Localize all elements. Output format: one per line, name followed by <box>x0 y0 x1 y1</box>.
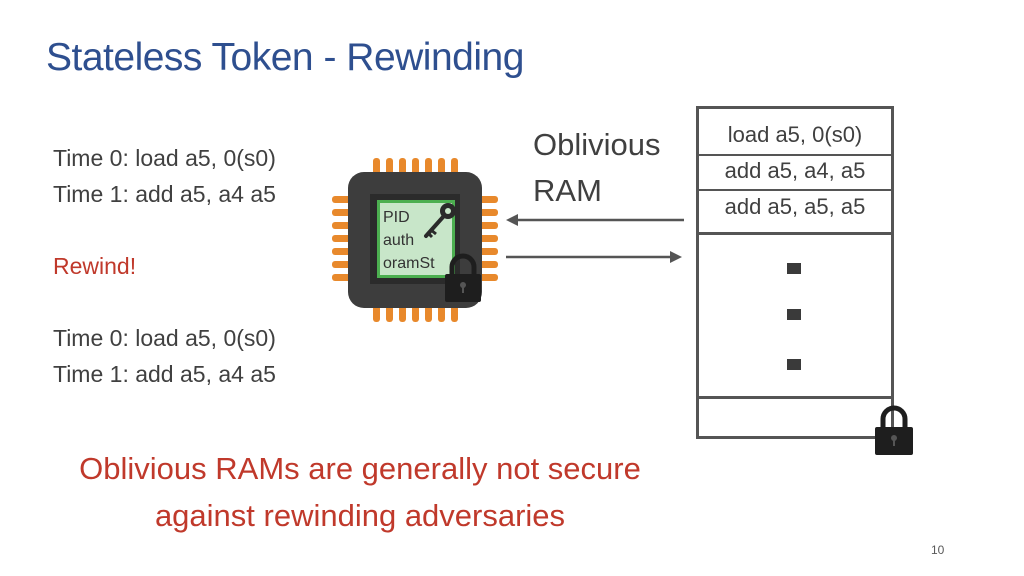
timeline-line: Time 0: load a5, 0(s0) <box>53 325 276 351</box>
ellipsis-dot <box>787 309 801 320</box>
memory-row: add a5, a4, a5 <box>724 158 866 183</box>
timeline-spacer <box>53 212 276 248</box>
conclusion-text: Oblivious RAMs are generally not secure … <box>20 445 700 539</box>
oram-label-line1: Oblivious <box>533 127 661 162</box>
memory-divider <box>699 189 891 191</box>
key-icon <box>424 203 456 239</box>
secure-token-chip: PID auth oramSt <box>330 156 500 324</box>
arrow-to-chip-head <box>506 214 518 226</box>
instruction-timeline: Time 0: load a5, 0(s0) Time 1: add a5, a… <box>53 140 276 392</box>
page-number: 10 <box>931 543 945 557</box>
timeline-spacer <box>53 284 276 320</box>
memory-row: load a5, 0(s0) <box>727 122 863 147</box>
timeline-line: Time 1: add a5, a4 a5 <box>53 361 276 387</box>
memory-divider <box>699 396 891 399</box>
conclusion-line1: Oblivious RAMs are generally not secure <box>79 451 641 486</box>
memory-divider <box>699 232 891 235</box>
lock-icon <box>445 253 481 302</box>
ellipsis-dot <box>787 263 801 274</box>
lock-icon <box>875 405 913 455</box>
memory-divider <box>699 154 891 156</box>
oram-memory: load a5, 0(s0) add a5, a4, a5 add a5, a5… <box>696 106 894 439</box>
chip-label-auth: auth <box>383 232 415 249</box>
chip-label-oramst: oramSt <box>383 255 435 272</box>
timeline-line: Time 1: add a5, a4 a5 <box>53 181 276 207</box>
oram-label-line2: RAM <box>533 173 602 208</box>
chip-label-pid: PID <box>383 209 410 226</box>
oram-label: Oblivious RAM <box>533 122 661 214</box>
ellipsis-dot <box>787 359 801 370</box>
data-flow-arrows <box>506 214 684 263</box>
memory-row: add a5, a5, a5 <box>724 194 866 219</box>
slide-title: Stateless Token - Rewinding <box>46 36 524 79</box>
rewind-label: Rewind! <box>53 253 137 279</box>
conclusion-line2: against rewinding adversaries <box>154 498 566 533</box>
arrow-to-oram-head <box>670 251 682 263</box>
timeline-line: Time 0: load a5, 0(s0) <box>53 145 276 171</box>
